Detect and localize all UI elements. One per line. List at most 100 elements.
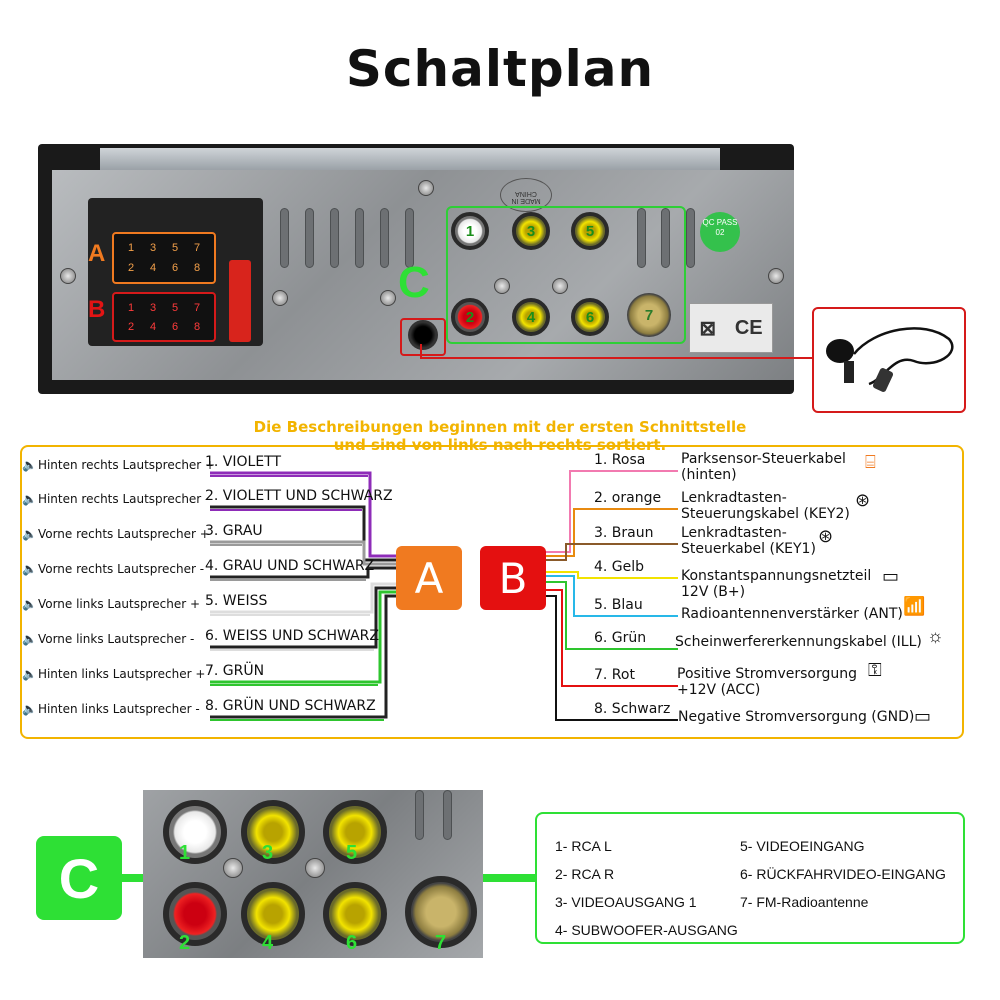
- wire-label: 8. Schwarz: [594, 701, 671, 717]
- steering-wheel-icon: ⊛: [855, 490, 871, 510]
- wire-label: 7. GRÜN: [205, 663, 265, 679]
- speaker-text: Hinten links Lautsprecher +: [37, 667, 206, 681]
- wire-a-line: [210, 594, 396, 719]
- connector-c-link: [483, 874, 535, 882]
- connector-c-badge: C: [36, 836, 122, 920]
- speaker-icon: 🔈: [22, 632, 37, 646]
- pin-label: 4: [149, 262, 157, 274]
- wire-b-line: [546, 595, 678, 721]
- wire-a-line: [210, 582, 396, 614]
- rca-r-socket: [163, 882, 227, 946]
- pin-label: 5: [171, 301, 179, 314]
- ce-mark: CE: [734, 316, 763, 339]
- wire-b-line: [546, 575, 678, 617]
- vent-slot: [280, 208, 289, 268]
- speaker-text: Vorne links Lautsprecher +: [37, 597, 201, 611]
- pin-label: 7: [193, 301, 201, 314]
- vent-slot: [443, 790, 452, 840]
- connector-c-link: [122, 874, 144, 882]
- wire-label: 6. WEISS UND SCHWARZ: [205, 628, 379, 644]
- reverse-video-socket: [323, 882, 387, 946]
- wiring-diagram-box: [20, 445, 964, 739]
- subwoofer-socket: 4: [512, 298, 550, 336]
- wire-description: Negative Stromversorgung (GND): [678, 709, 914, 725]
- wire-description: Lenkradtasten-Steuerungskabel (KEY2): [681, 490, 850, 522]
- vent-slot: [686, 208, 695, 268]
- speaker-label: 🔈Hinten rechts Lautsprecher -: [22, 492, 209, 506]
- pin-label: 2: [127, 320, 135, 333]
- wire-a-line: [210, 590, 396, 684]
- speaker-label: 🔈Hinten links Lautsprecher +: [22, 667, 205, 681]
- vent-slot: [330, 208, 339, 268]
- wire-description: Lenkradtasten-Steuerkabel (KEY1): [681, 525, 816, 557]
- qc-pass-sticker: QC PASS 02: [700, 212, 740, 252]
- screw-icon: [223, 858, 243, 878]
- speaker-icon: 🔈: [22, 492, 37, 506]
- speaker-icon: 🔈: [22, 597, 37, 611]
- steering-wheel-icon: ⊛: [818, 526, 834, 546]
- legend-item: 4- SUBWOOFER-AUSGANG: [555, 922, 738, 938]
- wire-a-line: [210, 505, 396, 562]
- speaker-label: 🔈Hinten rechts Lautsprecher +: [22, 458, 215, 472]
- wire-label: 6. Grün: [594, 630, 647, 646]
- video-out-socket: [241, 800, 305, 864]
- socket-number: 4: [262, 932, 274, 954]
- rca-l-socket: 1: [451, 212, 489, 250]
- speaker-text: Hinten links Lautsprecher -: [37, 702, 200, 716]
- description-line: (hinten): [681, 467, 737, 483]
- description-line: Konstantspannungsnetzteil: [681, 568, 872, 584]
- wire-description: Parksensor-Steuerkabel(hinten): [681, 451, 846, 483]
- wire-label: 3. Braun: [594, 525, 654, 541]
- vent-slot: [380, 208, 389, 268]
- description-line: Negative Stromversorgung (GND): [678, 709, 915, 725]
- pin-label: 1: [127, 301, 135, 314]
- speaker-text: Hinten rechts Lautsprecher -: [37, 492, 210, 506]
- subtitle-line: Die Beschreibungen beginnen mit der erst…: [253, 418, 747, 436]
- connector-b-badge: B: [480, 546, 546, 610]
- speaker-text: Vorne links Lautsprecher -: [37, 632, 195, 646]
- page-title: Schaltplan: [345, 40, 655, 98]
- iso-connector-b: 1 3 5 7 2 4 6 8: [112, 292, 216, 342]
- legend-item: 3- VIDEOAUSGANG 1: [555, 894, 697, 910]
- pin-label: 8: [193, 320, 201, 333]
- connector-b-marker: B: [88, 296, 106, 323]
- wire-a-line: [210, 540, 396, 566]
- screw-icon: [272, 290, 288, 306]
- subwoofer-socket: [241, 882, 305, 946]
- wire-label: 4. GRAU UND SCHWARZ: [205, 558, 375, 574]
- connector-c-legend: 1- RCA L 2- RCA R 3- VIDEOAUSGANG 1 4- S…: [535, 812, 965, 944]
- rca-l-socket: [163, 800, 227, 864]
- screw-icon: [418, 180, 434, 196]
- speaker-label: 🔈Vorne rechts Lautsprecher -: [22, 562, 204, 576]
- battery-icon: ▭: [882, 566, 900, 586]
- description-line: 12V (B+): [681, 584, 746, 600]
- microphone-inset: [812, 307, 966, 413]
- screw-icon: [552, 278, 568, 294]
- socket-number: 5: [346, 842, 358, 864]
- description-line: Lenkradtasten-: [681, 490, 787, 506]
- wire-label: 2. orange: [594, 490, 662, 506]
- wire-description: Scheinwerfererkennungskabel (ILL): [675, 634, 922, 650]
- pin-label: 8: [193, 262, 201, 274]
- rca-r-socket: 2: [451, 298, 489, 336]
- wire-label: 1. VIOLETT: [205, 454, 282, 470]
- antenna-icon: 📶: [903, 596, 926, 616]
- screw-icon: [494, 278, 510, 294]
- pin-label: 5: [171, 242, 179, 254]
- connector-c-marker: C: [398, 258, 430, 307]
- microphone-icon: [826, 327, 954, 392]
- description-line: Lenkradtasten-: [681, 525, 787, 541]
- speaker-text: Hinten rechts Lautsprecher +: [37, 458, 216, 472]
- legend-item: 6- RÜCKFAHRVIDEO-EINGANG: [740, 866, 946, 882]
- description-line: Scheinwerfererkennungskabel (ILL): [675, 634, 922, 650]
- socket-number: 6: [346, 932, 358, 954]
- wire-a-line: [210, 586, 396, 649]
- speaker-icon: 🔈: [22, 562, 37, 576]
- legend-item: 5- VIDEOEINGANG: [740, 838, 865, 854]
- vent-slot: [305, 208, 314, 268]
- radio-top-edge: [100, 148, 720, 170]
- aux-highlight: [400, 318, 446, 356]
- speaker-icon: 🔈: [22, 702, 37, 716]
